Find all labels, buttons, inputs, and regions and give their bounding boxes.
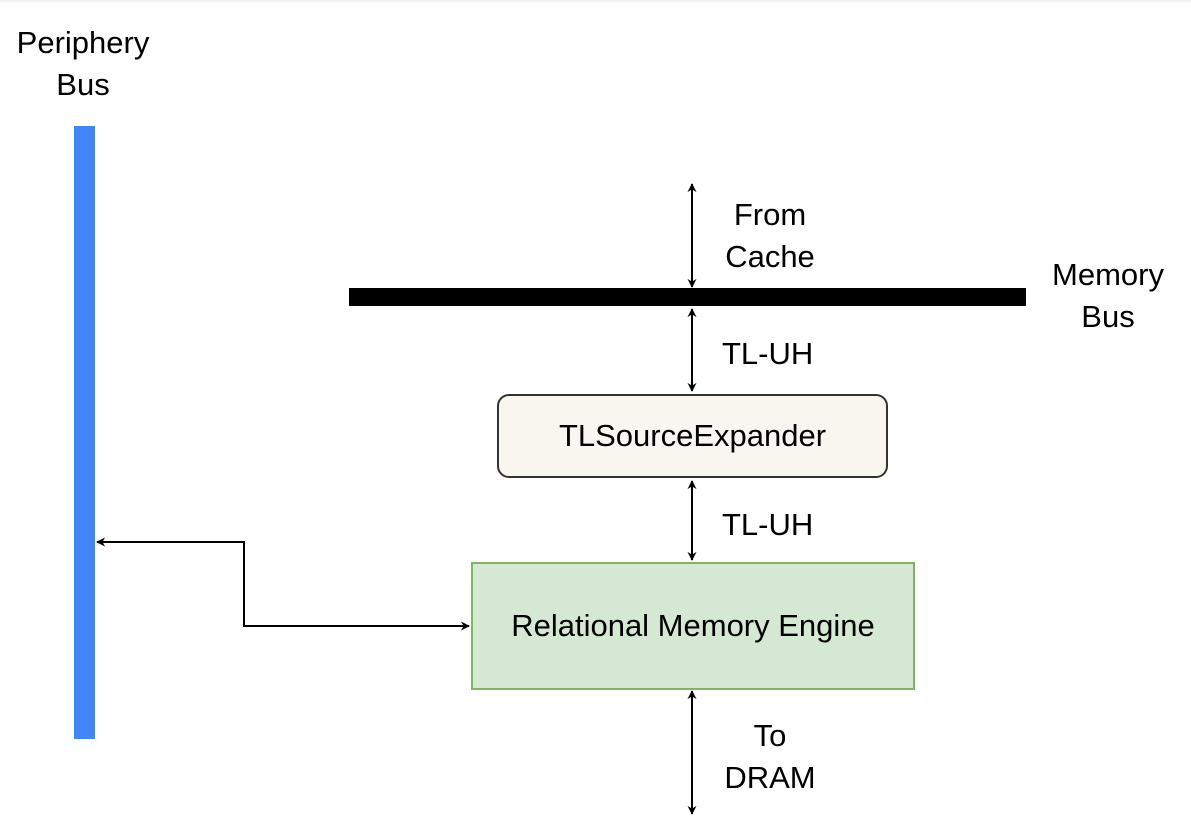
periphery-bus-label: Periphery Bus — [16, 25, 150, 102]
from-cache-label: From Cache — [725, 197, 815, 274]
to-dram-label: To DRAM — [724, 718, 816, 795]
tl-uh-lower-label: TL-UH — [722, 507, 814, 542]
periphery-to-rme-connector — [96, 537, 470, 631]
memory-bus-label: Memory Bus — [1052, 257, 1164, 334]
memory-bus-bar — [349, 288, 1026, 306]
tl-uh-upper-label: TL-UH — [722, 336, 814, 371]
relational-memory-engine-label: Relational Memory Engine — [511, 608, 875, 643]
tl-source-expander-label: TLSourceExpander — [558, 418, 827, 453]
relational-memory-engine-block: Relational Memory Engine — [471, 562, 915, 690]
tl-source-expander-block: TLSourceExpander — [497, 394, 888, 478]
periphery-bus-bar — [74, 126, 95, 739]
